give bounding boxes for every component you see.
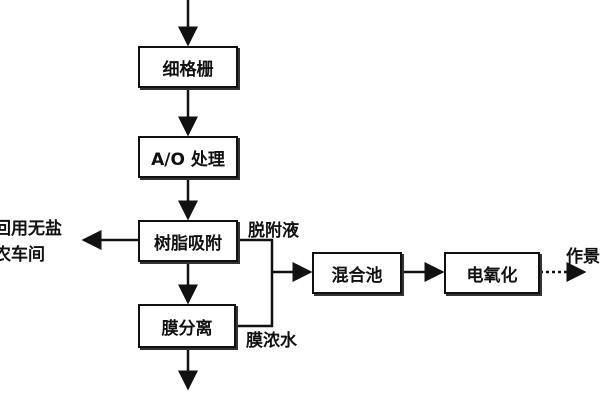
line-concentrate	[236, 272, 274, 328]
label-reuse-line2: 农车间	[0, 245, 45, 265]
node-fine-screen: 细格栅	[138, 46, 238, 88]
node-resin-adsorption: 树脂吸附	[138, 220, 238, 262]
node-ao-treatment-label: A/O 处理	[151, 149, 225, 170]
node-membrane-separation: 膜分离	[138, 304, 236, 348]
label-concentrate: 膜浓水	[246, 331, 297, 351]
node-mixing-tank: 混合池	[312, 252, 402, 294]
node-electro-oxidation-label: 电氧化	[466, 265, 518, 286]
node-electro-oxidation: 电氧化	[444, 252, 540, 294]
label-desorption: 脱附液	[248, 221, 299, 241]
node-resin-adsorption-label: 树脂吸附	[154, 233, 222, 254]
label-right-output: 作景	[566, 247, 600, 267]
node-ao-treatment: A/O 处理	[138, 136, 238, 178]
line-desorption	[238, 238, 274, 272]
node-fine-screen-label: 细格栅	[162, 59, 214, 80]
label-reuse-line1: 回用无盐	[0, 219, 62, 239]
node-mixing-tank-label: 混合池	[331, 265, 383, 286]
node-membrane-separation-label: 膜分离	[161, 318, 213, 339]
